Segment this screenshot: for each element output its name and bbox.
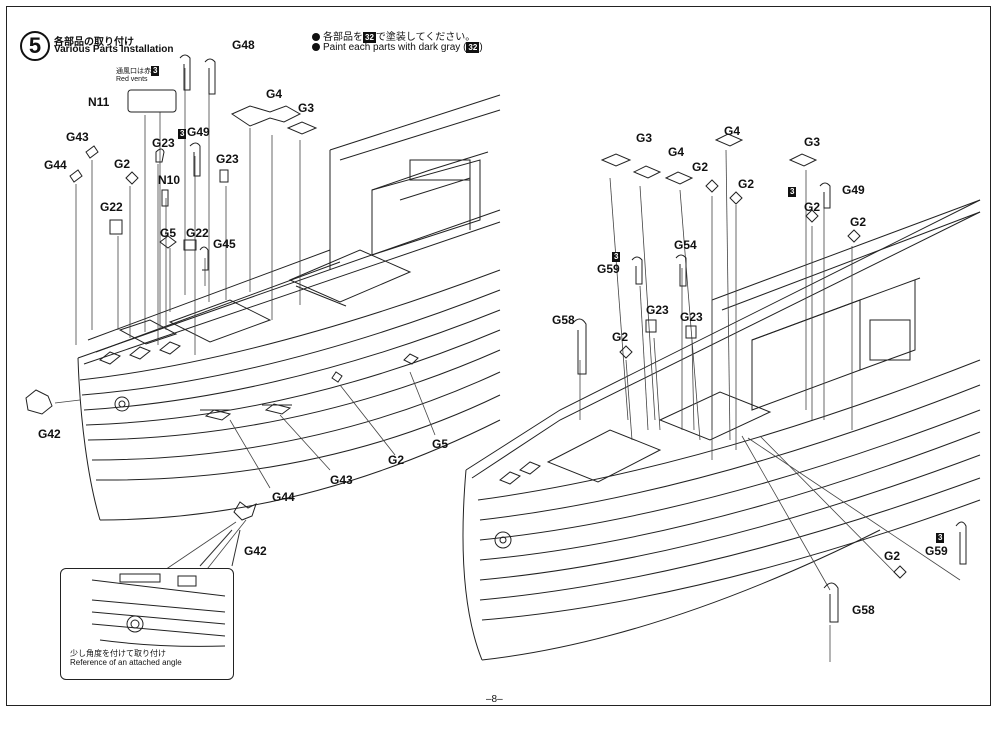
page-number: –8– [486, 694, 503, 705]
part-label-g48: G48 [232, 38, 255, 52]
part-label-g59: G59 [597, 262, 620, 276]
part-label-g49-text: G49 [842, 183, 865, 197]
part-label-g49: 3 [178, 125, 187, 139]
part-label-g58: G58 [852, 603, 875, 617]
left-leader-lines [54, 68, 436, 581]
part-label-g3: G3 [298, 101, 315, 115]
paint-code-badge: 32 [466, 42, 480, 53]
part-label-g23: G23 [646, 303, 669, 317]
part-label-g54: G54 [674, 238, 697, 252]
step-title-jp: 各部品の取り付け [54, 37, 134, 48]
color-code-badge: 3 [612, 252, 621, 262]
part-label-g22: G22 [100, 200, 123, 214]
part-label-g59: G59 [925, 544, 948, 558]
left-parts [25, 54, 419, 521]
part-label-g42: G42 [244, 544, 267, 558]
part-label-g2: G2 [804, 200, 821, 214]
part-label-g2: G2 [388, 453, 405, 467]
step-number: 5 [20, 31, 50, 61]
part-label-n11: N11 [88, 95, 110, 109]
paint-note-en: Paint each parts with dark gray (32) [312, 42, 483, 53]
right-leader-lines [579, 149, 961, 662]
part-label-g2: G2 [738, 177, 755, 191]
part-label-g44: G44 [44, 158, 67, 172]
inset-caption-jp: 少し角度を付けて取り付け [70, 649, 166, 658]
color-code-badge: 3 [178, 129, 187, 139]
part-label-g45: G45 [213, 237, 236, 251]
part-label-g59-code: 3 [936, 529, 945, 543]
bullet-icon [312, 33, 320, 42]
part-label-g3: G3 [804, 135, 821, 149]
part-label-g4: G4 [266, 87, 283, 101]
part-label-g23: G23 [216, 152, 239, 166]
bullet-icon [312, 43, 320, 52]
left-hull [77, 94, 501, 521]
color-code-badge: 3 [936, 533, 945, 543]
part-label-g22: G22 [186, 226, 209, 240]
part-label-g23: G23 [680, 310, 703, 324]
inset-caption-en: Reference of an attached angle [70, 658, 182, 667]
color-code-badge: 3 [788, 187, 797, 197]
part-label-g2: G2 [612, 330, 629, 344]
part-label-g2: G2 [884, 549, 901, 563]
step-title-en: Various Parts Installation [54, 44, 174, 55]
part-label-g43: G43 [330, 473, 353, 487]
part-label-g2: G2 [114, 157, 131, 171]
part-label-g49: 3 [788, 183, 797, 197]
part-label-g49-text: G49 [187, 125, 210, 139]
paint-code-badge: 32 [363, 32, 376, 43]
part-label-g58: G58 [552, 313, 575, 327]
part-label-g5: G5 [160, 226, 177, 240]
right-parts [571, 133, 967, 623]
color-code-badge: 3 [151, 66, 160, 76]
page-frame [6, 6, 991, 706]
part-label-g42: G42 [38, 427, 61, 441]
red-vents-note-en: Red vents [116, 76, 148, 83]
part-label-g5: G5 [432, 437, 449, 451]
part-label-g4: G4 [668, 145, 685, 159]
part-label-n10: N10 [158, 173, 181, 187]
part-label-g2: G2 [692, 160, 709, 174]
part-label-g4: G4 [724, 124, 741, 138]
part-label-g44: G44 [272, 490, 295, 504]
part-label-g3: G3 [636, 131, 653, 145]
part-label-g59-code: 3 [612, 248, 621, 262]
part-label-g43: G43 [66, 130, 89, 144]
part-label-g2: G2 [850, 215, 867, 229]
part-label-g23: G23 [152, 136, 175, 150]
